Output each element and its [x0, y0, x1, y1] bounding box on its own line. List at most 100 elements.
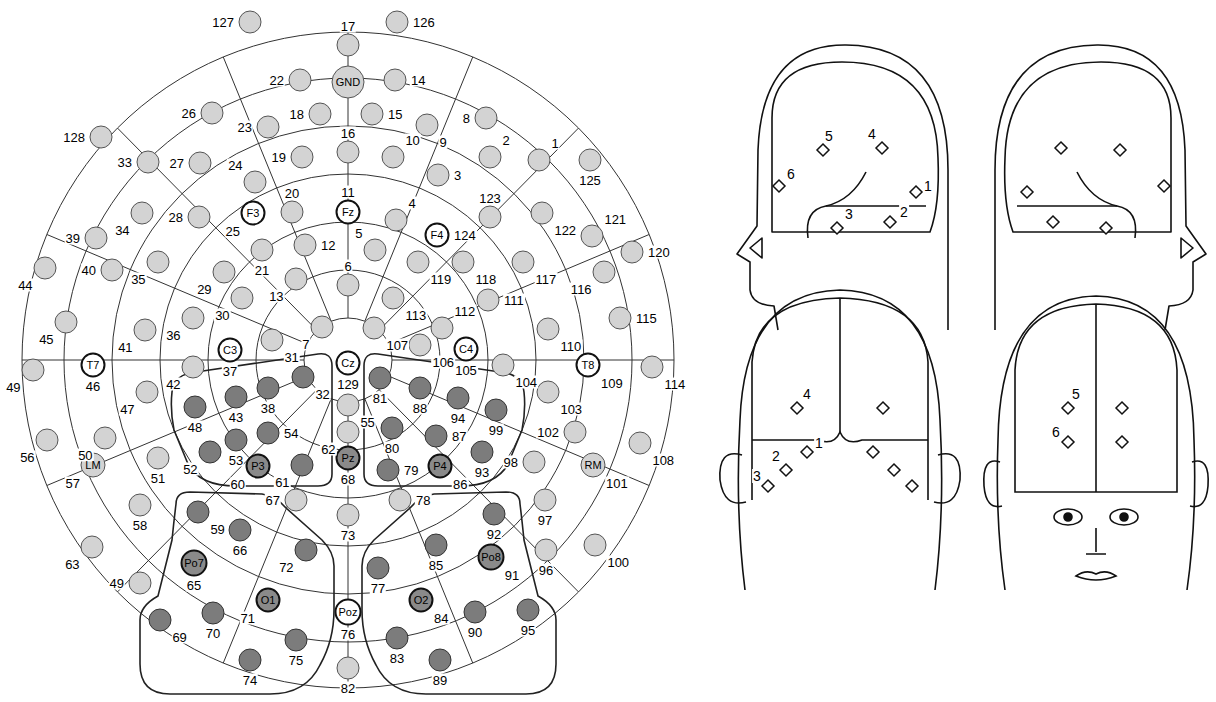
electrode-circle	[81, 453, 105, 477]
electrode-disc	[640, 355, 664, 379]
electrode-circle	[285, 489, 307, 511]
electrode-number: 75	[288, 653, 304, 666]
electrode-circle	[382, 287, 404, 309]
electrode-number: 104	[514, 375, 538, 388]
callout-number: 2	[771, 449, 781, 463]
electrode-disc	[522, 450, 546, 474]
electrode-number: 21	[254, 263, 270, 276]
electrode-circle	[337, 394, 359, 416]
electrode-disc	[290, 145, 314, 169]
electrode-disc	[608, 306, 632, 330]
electrode-disc	[54, 310, 78, 334]
electrode: 94	[446, 386, 470, 410]
electrode-number: 94	[450, 411, 466, 424]
spoke	[348, 402, 349, 688]
cerebellum-line	[752, 432, 928, 442]
electrode: 51	[146, 446, 170, 470]
electrode-disc	[291, 365, 315, 389]
electrode-disc	[294, 538, 318, 562]
electrode-number: 55	[359, 415, 375, 428]
electrode-disc	[250, 238, 274, 262]
source-markers	[762, 142, 1170, 492]
head-front	[984, 296, 1208, 590]
electrode-disc	[148, 608, 172, 632]
electrode-circle	[332, 66, 364, 98]
electrode-circle	[337, 504, 359, 526]
electrode-circle	[485, 399, 507, 421]
electrode-number: 88	[412, 401, 428, 414]
electrode: 38	[256, 376, 280, 400]
electrode: 127	[238, 10, 262, 34]
electrode: 58	[128, 493, 152, 517]
electrode-number: 62	[320, 442, 336, 455]
electrode-number: 72	[278, 560, 294, 573]
electrode-number: 26	[181, 107, 197, 120]
electrode-disc	[133, 318, 157, 342]
electrode: 95	[516, 598, 540, 622]
electrode: 17	[336, 33, 360, 57]
source-diamond	[817, 144, 829, 156]
sensor-spokes	[22, 32, 674, 688]
electrode-circle	[187, 501, 209, 523]
electrode-circle	[251, 239, 273, 261]
electrode-disc	[336, 393, 360, 417]
electrode-name: F4	[431, 230, 444, 241]
electrode-number: 77	[370, 581, 386, 594]
spoke	[389, 234, 650, 343]
source-diamond	[762, 480, 774, 492]
electrode: 101RM	[580, 452, 606, 478]
electrode-circle	[285, 629, 307, 651]
electrode-disc	[428, 648, 452, 672]
electrode-number: 2	[501, 134, 510, 147]
electrode: 18	[308, 102, 332, 126]
electrode-number: 78	[415, 494, 431, 507]
electrode-number: 113	[404, 308, 427, 321]
electrode: 118	[451, 250, 475, 274]
electrode-circle	[479, 545, 504, 570]
electrode-circle	[94, 427, 116, 449]
region-outline	[140, 492, 334, 694]
electrode-circle	[389, 489, 411, 511]
electrode-number: 39	[65, 232, 81, 245]
electrode-disc	[363, 238, 387, 262]
electrode-number: 29	[196, 282, 212, 295]
electrode-circle	[129, 572, 151, 594]
electrode-circle	[410, 589, 433, 612]
electrode-number: 53	[228, 453, 244, 466]
electrode-number: 106	[431, 355, 455, 368]
callout-number: 1	[814, 436, 824, 450]
electrode-circle	[464, 601, 486, 623]
electrode-number: 58	[132, 518, 148, 531]
electrode-circle	[182, 307, 204, 329]
electrode-name: T7	[87, 360, 100, 371]
electrode-number: 103	[559, 402, 583, 415]
source-diamond	[1114, 144, 1126, 156]
electrode-circle	[131, 202, 153, 224]
electrode: 89	[428, 648, 452, 672]
electrode-number: 127	[211, 16, 235, 29]
electrode-name: Fz	[342, 207, 354, 218]
spoke	[365, 399, 473, 663]
spoke	[223, 57, 331, 321]
source-diamond	[791, 402, 803, 414]
electrode-disc	[89, 125, 113, 149]
electrode-circle	[455, 338, 478, 361]
electrode-circle	[189, 152, 211, 174]
electrode-number: 74	[242, 673, 258, 686]
electrode: 32	[291, 365, 315, 389]
electrode: 87	[424, 424, 448, 448]
electrode-disc	[284, 267, 308, 291]
spoke	[22, 360, 304, 361]
source-diamond	[884, 216, 896, 228]
electrode: 125	[578, 148, 602, 172]
electrode-circle	[242, 202, 265, 225]
electrode-number: 34	[114, 223, 130, 236]
source-diamond	[1062, 402, 1074, 414]
electrode: 29	[212, 260, 236, 284]
electrode-disc	[146, 250, 170, 274]
electrode-number: 98	[503, 456, 519, 469]
electrode: 4	[384, 208, 408, 232]
electrode-circle	[431, 317, 453, 339]
